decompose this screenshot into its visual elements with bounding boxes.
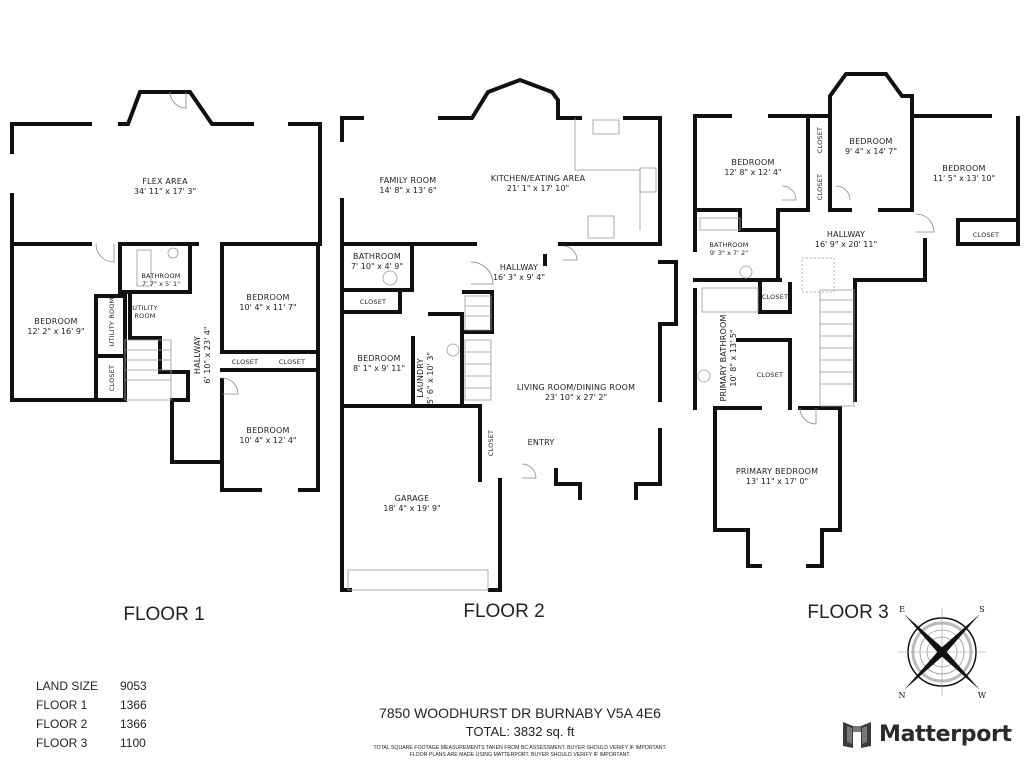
total-area: TOTAL: 3832 sq. ft <box>465 724 575 739</box>
floor-3-walls <box>693 72 1020 568</box>
svg-text:E: E <box>899 605 905 614</box>
brand-name: Matterport <box>879 721 1012 747</box>
room-label: CLOSET <box>816 173 824 201</box>
matterport-logo-icon <box>843 722 871 748</box>
floor-1-title: FLOOR 1 <box>123 604 205 625</box>
room-label: CLOSET <box>756 371 784 379</box>
disclaimer: TOTAL SQUARE FOOTAGE MEASUREMENTS TAKEN … <box>373 745 667 758</box>
property-address: 7850 WOODHURST DR BURNABY V5A 4E6 <box>379 705 661 721</box>
floor-2-walls <box>340 77 678 592</box>
matterport-logo: Matterport <box>843 720 1012 748</box>
room-label: CLOSET <box>487 429 495 457</box>
svg-text:W: W <box>978 691 987 700</box>
room-label: CLOSET <box>359 298 387 306</box>
room-label: CLOSET <box>972 231 1000 239</box>
room-label: CLOSET <box>278 358 306 366</box>
floor-1-walls <box>10 90 322 492</box>
svg-text:N: N <box>899 691 906 700</box>
room-label: UTILITY ROOM <box>132 304 158 320</box>
room-label: CLOSET <box>761 293 789 301</box>
room-label: CLOSET <box>816 126 824 154</box>
svg-text:S: S <box>979 605 984 614</box>
compass-rose-icon: E S N W <box>898 605 987 700</box>
room-label: CLOSET <box>231 358 259 366</box>
room-label: CLOSET <box>108 364 116 392</box>
floor-3-title: FLOOR 3 <box>807 602 889 623</box>
floor-2-title: FLOOR 2 <box>463 601 545 622</box>
room-label: UTILITY ROOM <box>108 297 116 347</box>
room-label: ENTRY <box>527 438 555 447</box>
